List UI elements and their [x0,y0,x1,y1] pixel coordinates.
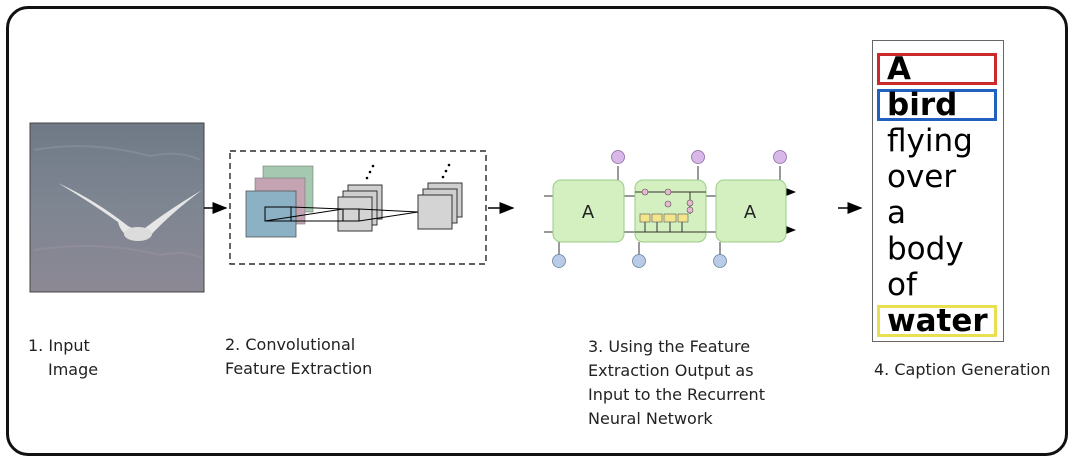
highlight-box-water [877,305,997,337]
caption-word-flying: flying [887,123,973,159]
lstm-internals [635,188,706,233]
input-image [29,122,205,293]
step3-line1: 3. Using the Feature [588,337,751,356]
step1-label: 1. Input Image [28,334,98,382]
caption-word-a-2: a [887,195,906,231]
caption-word-of: of [887,267,917,303]
rnn-output-nodes [611,150,787,164]
input-node-x2 [713,254,727,268]
ellipsis-dots [365,163,451,180]
receptive-field-lines [264,206,419,222]
conv-stack-1 [337,184,383,232]
step2-line2: Feature Extraction [225,359,373,378]
rnn-cell-3 [715,179,787,243]
rnn-cell-1-label: A [582,202,595,223]
input-node-x1 [632,254,646,268]
caption-word-body: body [887,231,964,267]
feature-map-blue [245,190,297,238]
step2-label: 2. Convolutional Feature Extraction [225,333,372,381]
step1-line2: Image [48,360,99,379]
rnn-cell-2-lstm-detail [634,179,707,243]
caption-word-a: A [887,51,911,87]
cnn-dashed-box [229,150,487,265]
step4-line1: 4. Caption Generation [874,360,1051,379]
input-node-x0 [552,254,566,268]
step3-line2: Extraction Output as [588,361,754,380]
caption-word-water: water [887,303,988,339]
step3-line3: Input to the Recurrent [588,385,765,404]
rnn-connections [544,166,796,256]
rnn-input-nodes [552,254,727,268]
output-node-h1 [691,150,705,164]
caption-output-box: A bird flying over a body of water [872,40,1004,342]
step3-label: 3. Using the Feature Extraction Output a… [588,335,765,431]
step4-label: 4. Caption Generation [874,358,1050,382]
bird-shape [58,183,202,241]
highlight-box-a [877,53,997,85]
caption-word-over: over [887,159,957,195]
highlight-box-bird [877,89,997,121]
step1-line1: 1. Input [28,336,90,355]
output-node-h2 [773,150,787,164]
rnn-cell-3-label: A [744,202,757,223]
output-node-h0 [611,150,625,164]
step2-line1: 2. Convolutional [225,335,356,354]
step3-line4: Neural Network [588,409,713,428]
rnn-block: A A [544,150,796,268]
diagram-frame [6,6,1068,456]
rnn-cell-1 [552,179,625,243]
conv-stack-2 [417,182,463,230]
cnn-block [229,150,487,265]
caption-word-bird: bird [887,87,958,123]
